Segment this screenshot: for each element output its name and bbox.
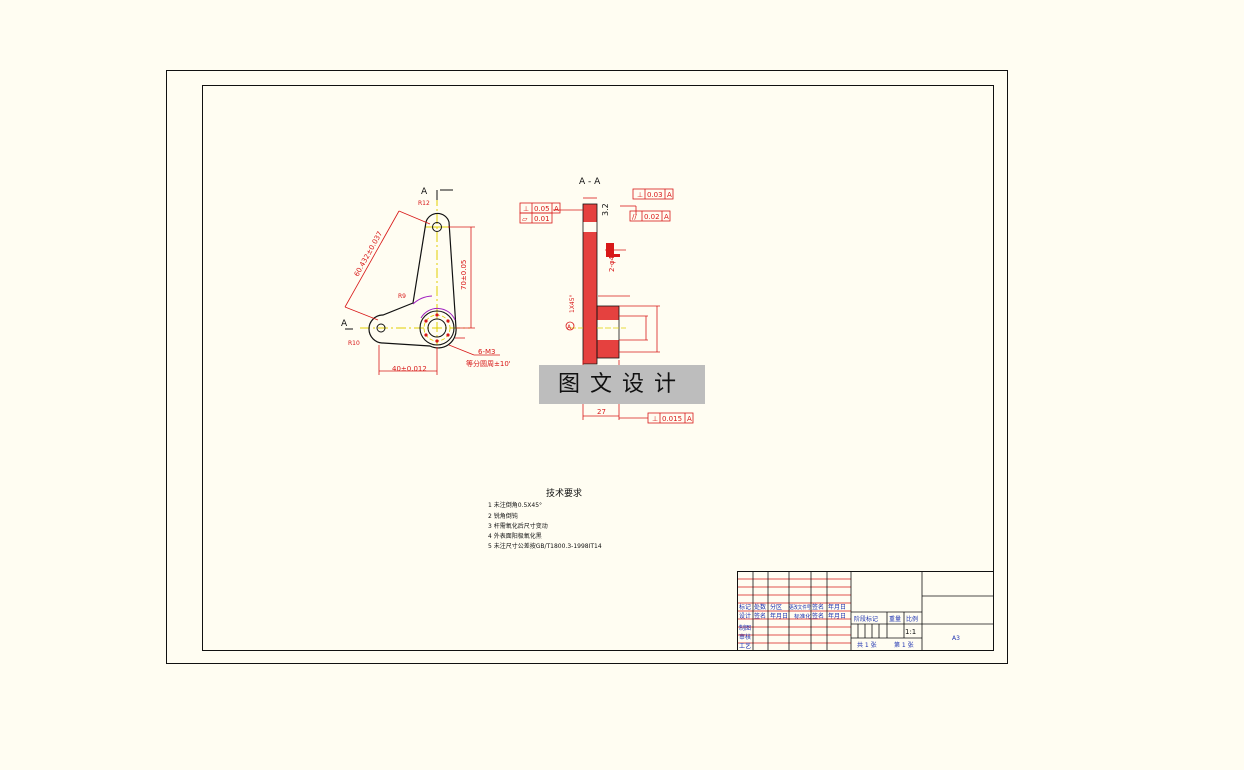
hub-outer [419, 310, 455, 346]
dim-27: 27 [597, 408, 606, 416]
svg-text:A: A [687, 415, 692, 423]
svg-text:0.01: 0.01 [534, 215, 550, 223]
dim-thread-note: 等分圆周±10' [466, 359, 511, 368]
svg-text:A: A [667, 191, 672, 199]
svg-text:制图: 制图 [739, 624, 751, 632]
svg-text://: // [632, 213, 637, 221]
svg-text:年月日: 年月日 [828, 603, 846, 611]
svg-text:设计: 设计 [739, 612, 751, 620]
svg-text:▱: ▱ [522, 215, 528, 223]
dim-thread: 6-M3 [478, 348, 495, 356]
inner-border [202, 85, 994, 651]
tech-item: 2 锐角倒钝 [488, 512, 518, 520]
fcf-flatness: ▱ 0.01 [519, 212, 553, 224]
svg-text:0.02: 0.02 [644, 213, 660, 221]
dim-pitch: 40±0.012 [392, 365, 427, 373]
tech-item: 5 未注尺寸公差按GB/T1800.3-1998IT14 [488, 542, 602, 550]
watermark-banner: 图文设计 [539, 365, 705, 404]
section-view: A - A [519, 177, 694, 424]
top-hole [432, 222, 442, 232]
datum-symbol [565, 321, 575, 331]
svg-text:⊥: ⊥ [637, 191, 643, 199]
tech-item: 3 杆需氧化后尺寸变动 [488, 522, 548, 530]
svg-text:比例: 比例 [906, 615, 918, 623]
svg-text:审核: 审核 [739, 633, 751, 641]
dim-incline: 60.432±0.037 [353, 230, 384, 278]
svg-text:A: A [554, 205, 559, 213]
svg-text:阶段标记: 阶段标记 [854, 615, 878, 623]
fcf-top: ⊥ 0.03 A [632, 188, 674, 200]
dim-r12: R12 [418, 200, 430, 207]
svg-text:签名: 签名 [812, 603, 824, 611]
svg-text:0.05: 0.05 [534, 205, 550, 213]
fcf-left: ⊥ 0.05 A [519, 202, 561, 214]
svg-text:更改文件号: 更改文件号 [789, 604, 811, 611]
svg-text:年月日: 年月日 [828, 612, 846, 620]
roughness: 3.2 [601, 203, 610, 216]
svg-text:⊥: ⊥ [652, 415, 658, 423]
svg-text:1:1: 1:1 [905, 628, 916, 636]
outer-border [166, 70, 1008, 664]
svg-text:共 1 张: 共 1 张 [857, 641, 877, 649]
dim-r10: R10 [348, 340, 360, 347]
hub-inner [427, 318, 447, 338]
svg-text:标记: 标记 [739, 603, 751, 611]
tech-item: 1 未注倒角0.5X45° [488, 501, 542, 509]
svg-text:⊥: ⊥ [523, 205, 529, 213]
svg-text:签名: 签名 [812, 612, 824, 620]
svg-text:签名: 签名 [754, 612, 766, 620]
section-label: A - A [579, 177, 601, 187]
lever-outline [368, 212, 457, 349]
tech-requirements: 技术要求 1 未注倒角0.5X45° 2 锐角倒钝 3 杆需氧化后尺寸变动 4 … [488, 487, 602, 550]
svg-text:处数: 处数 [754, 603, 766, 611]
left-hole [376, 323, 386, 333]
svg-text:A: A [664, 213, 669, 221]
view-arrow-top: A [421, 187, 428, 197]
fcf-parallel: // 0.02 A [629, 210, 671, 222]
dim-chamfer: 1X45° [569, 294, 576, 313]
svg-text:工艺: 工艺 [739, 642, 751, 650]
svg-text:年月日: 年月日 [770, 612, 788, 620]
dim-r9: R9 [398, 293, 406, 300]
svg-text:A3: A3 [952, 635, 960, 642]
svg-text:分区: 分区 [770, 603, 782, 611]
view-arrow-left: A [341, 319, 348, 329]
svg-text:0.015: 0.015 [662, 415, 682, 423]
tech-item: 4 外表面阳极氧化黑 [488, 532, 542, 540]
svg-text:标准化: 标准化 [794, 613, 811, 620]
front-view: 40±0.012 70±0.05 60.432±0.037 6-M3 等分圆周±… [341, 187, 511, 375]
svg-text:0.03: 0.03 [647, 191, 663, 199]
dim-phi4: 2-φ4 [608, 255, 616, 272]
fcf-bottom: ⊥ 0.015 A [619, 412, 694, 424]
tech-title: 技术要求 [546, 487, 582, 499]
dim-vertical: 70±0.05 [460, 260, 468, 290]
svg-text:第 1 张: 第 1 张 [894, 641, 914, 649]
svg-text:重量: 重量 [889, 615, 901, 623]
datum-label: A [567, 324, 572, 331]
title-block: 标记 处数 分区 更改文件号 签名 年月日 设计 签名 年月日 标准化 签名 年… [737, 571, 994, 651]
